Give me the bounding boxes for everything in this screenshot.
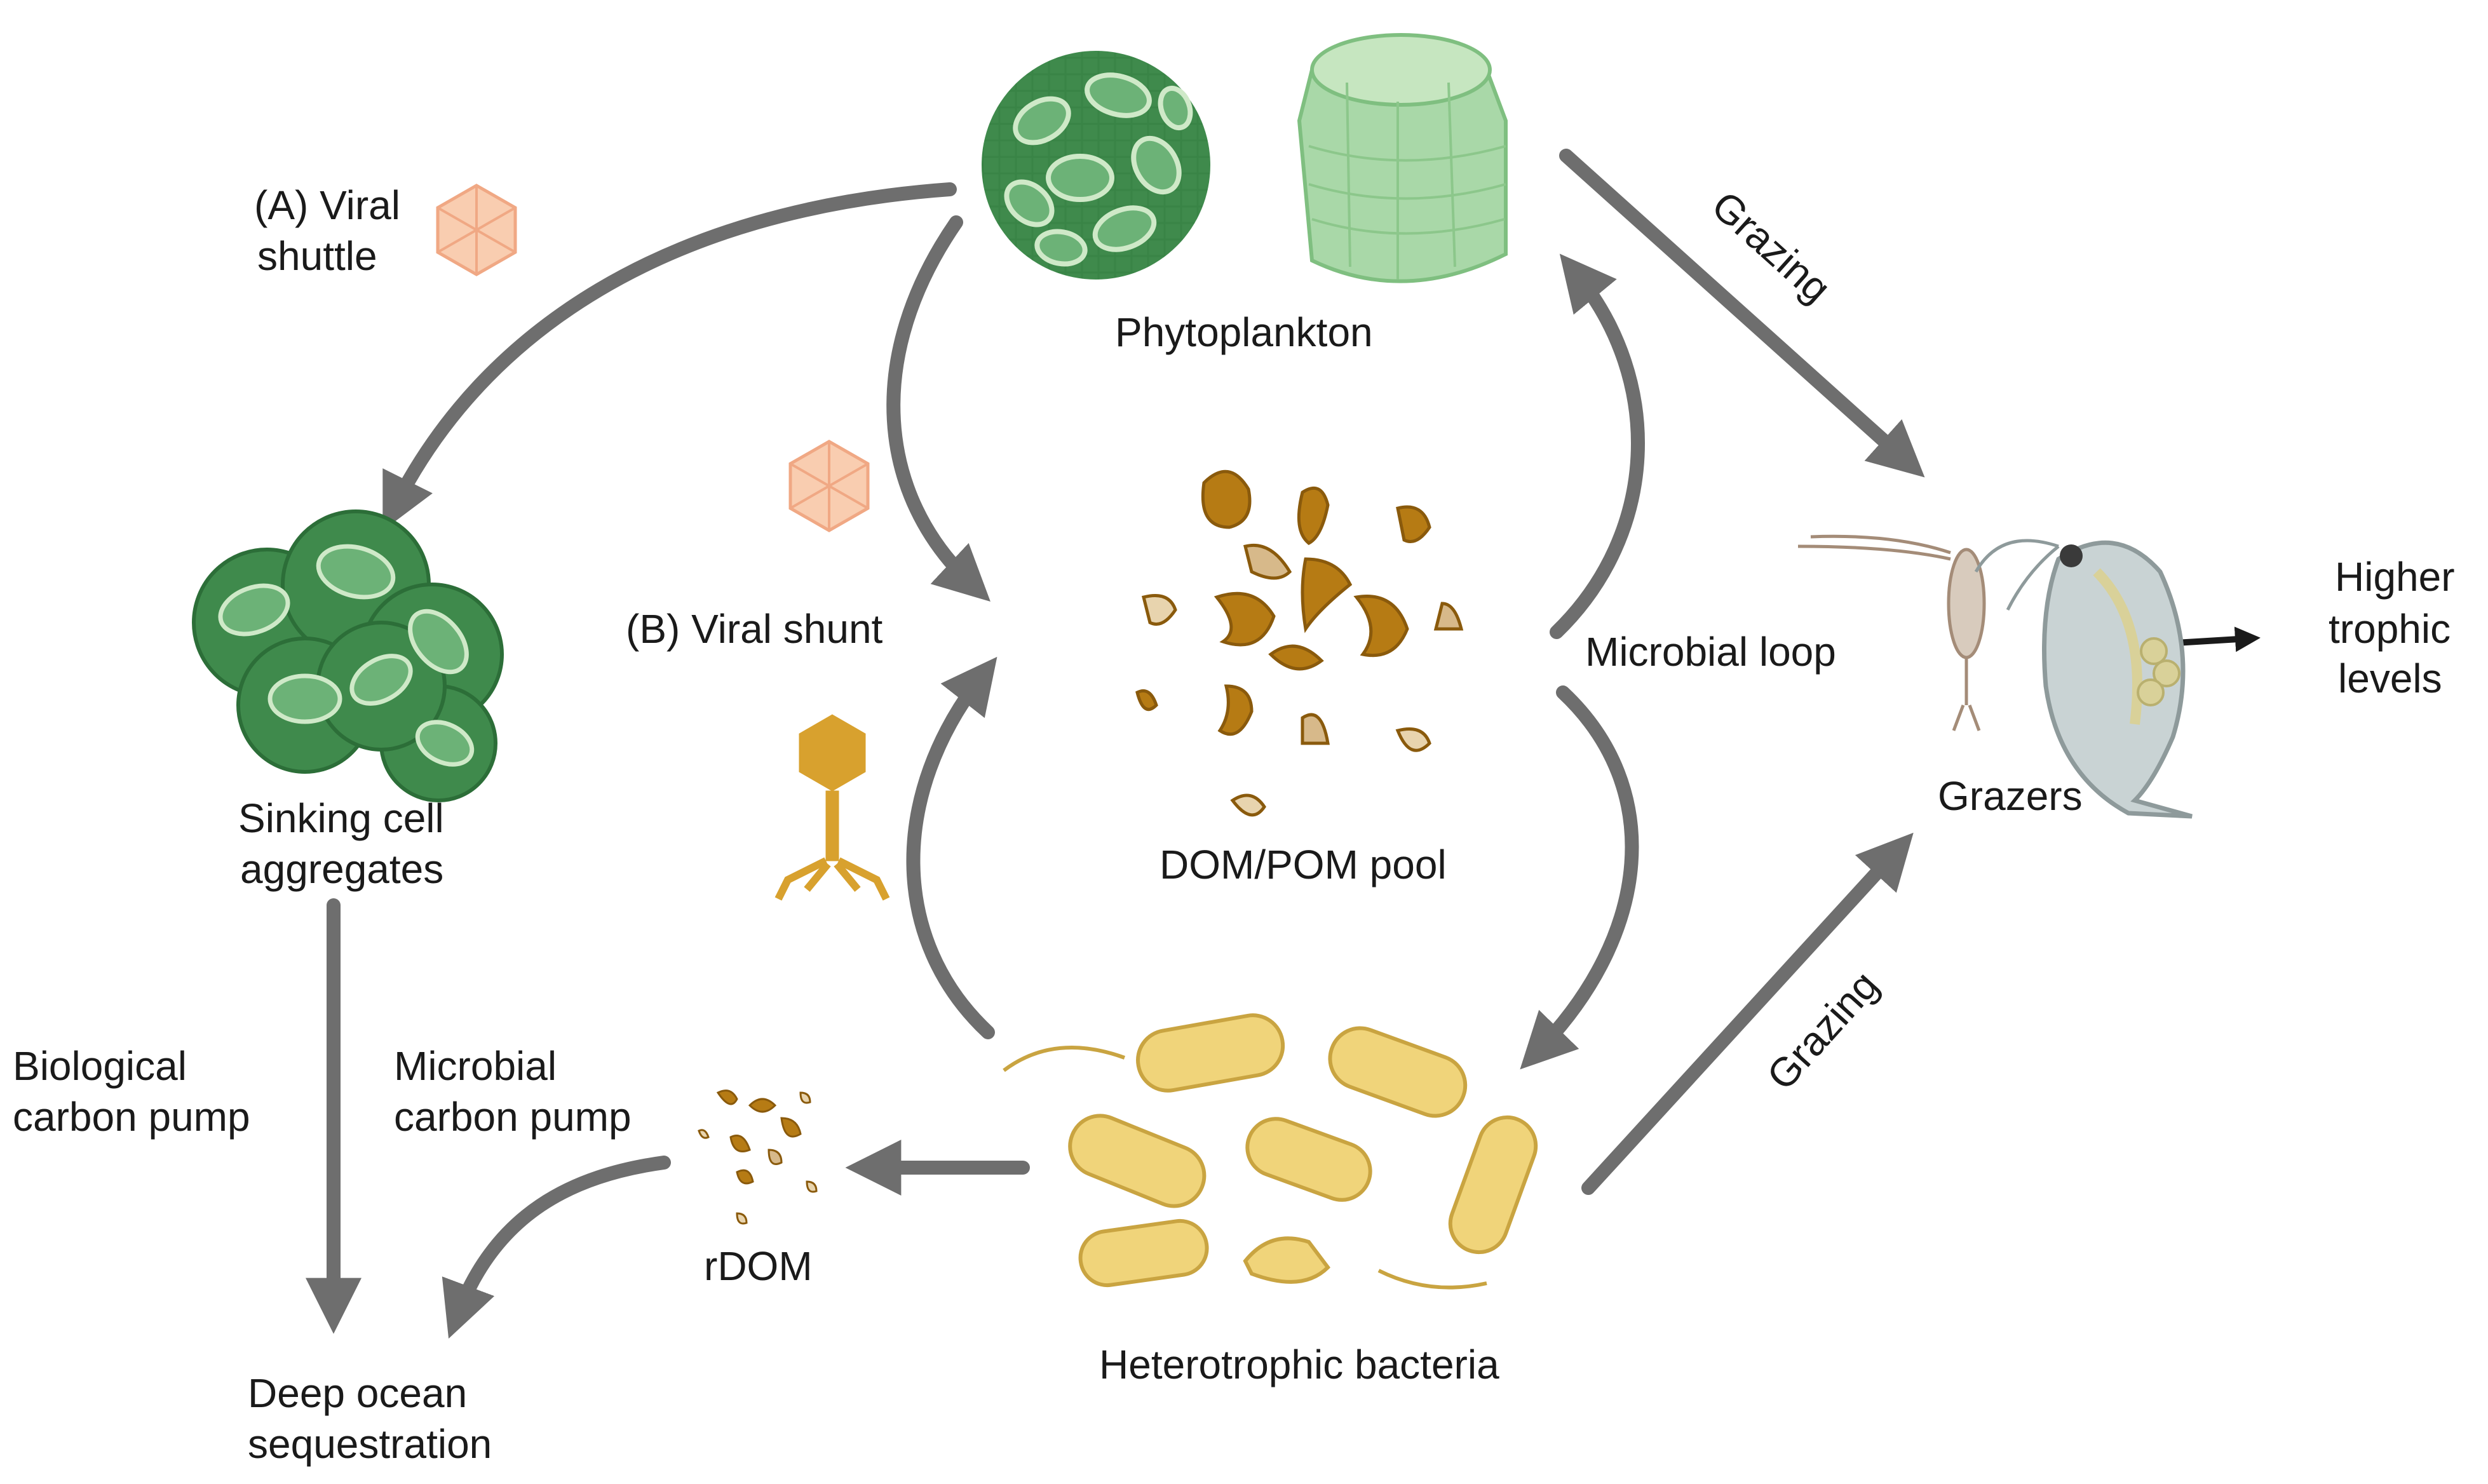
bacteria-icon [1003, 1013, 1538, 1290]
label-rdom: rDOM [704, 1243, 813, 1289]
label-dom-pom: DOM/POM pool [1159, 842, 1447, 887]
virus-capsid-icon-2 [788, 440, 870, 532]
label-grazers: Grazers [1938, 773, 2083, 819]
label-viral-shunt: (B) Viral shunt [626, 606, 883, 652]
label-heterotrophic-bacteria: Heterotrophic bacteria [1099, 1342, 1499, 1387]
label-viral-shuttle-1: (A) Viral [254, 182, 400, 228]
label-higher-3: levels [2338, 656, 2442, 701]
labels: (A) Viral shuttle Phytoplankton Grazing … [13, 182, 2455, 1467]
label-phytoplankton: Phytoplankton [1115, 309, 1373, 355]
label-bio-pump-2: carbon pump [13, 1094, 250, 1140]
arrows [306, 149, 1925, 1339]
coccolithophore-icon [982, 51, 1210, 280]
daphnia-icon [1974, 539, 2193, 819]
bacteriophage-icon [774, 714, 890, 901]
label-deep-2: sequestration [248, 1421, 492, 1467]
label-deep-1: Deep ocean [248, 1370, 467, 1416]
microbial-pump-arrow [442, 1156, 671, 1339]
label-higher-2: trophic [2329, 606, 2451, 652]
viral-shunt-arrow [886, 215, 990, 602]
viral-shunt-return-arrow [906, 656, 997, 1039]
viral-shuttle-arrow [382, 182, 957, 531]
label-bio-pump-1: Biological [13, 1043, 187, 1089]
label-higher-1: Higher [2335, 554, 2455, 600]
microbial-loop-up-arrow [1550, 253, 1645, 639]
label-sinking-2: aggregates [240, 846, 443, 892]
label-viral-shuttle-2: shuttle [257, 233, 377, 279]
cell-aggregate-icon [192, 509, 504, 802]
label-mic-pump-2: carbon pump [394, 1094, 632, 1140]
label-mic-pump-1: Microbial [394, 1043, 557, 1089]
label-sinking-1: Sinking cell [238, 795, 444, 841]
rdom-particles-icon [698, 1089, 818, 1225]
virus-capsid-icon [436, 184, 517, 276]
dom-particles-icon [1135, 469, 1464, 817]
grazing-bottom-arrow [1581, 832, 1914, 1195]
diatom-icon [1297, 33, 1508, 283]
grazing-top-arrow [1559, 149, 1925, 478]
label-microbial-loop: Microbial loop [1585, 629, 1836, 675]
microbial-loop-down-arrow [1520, 685, 1639, 1070]
copepod-icon [1797, 534, 1986, 731]
